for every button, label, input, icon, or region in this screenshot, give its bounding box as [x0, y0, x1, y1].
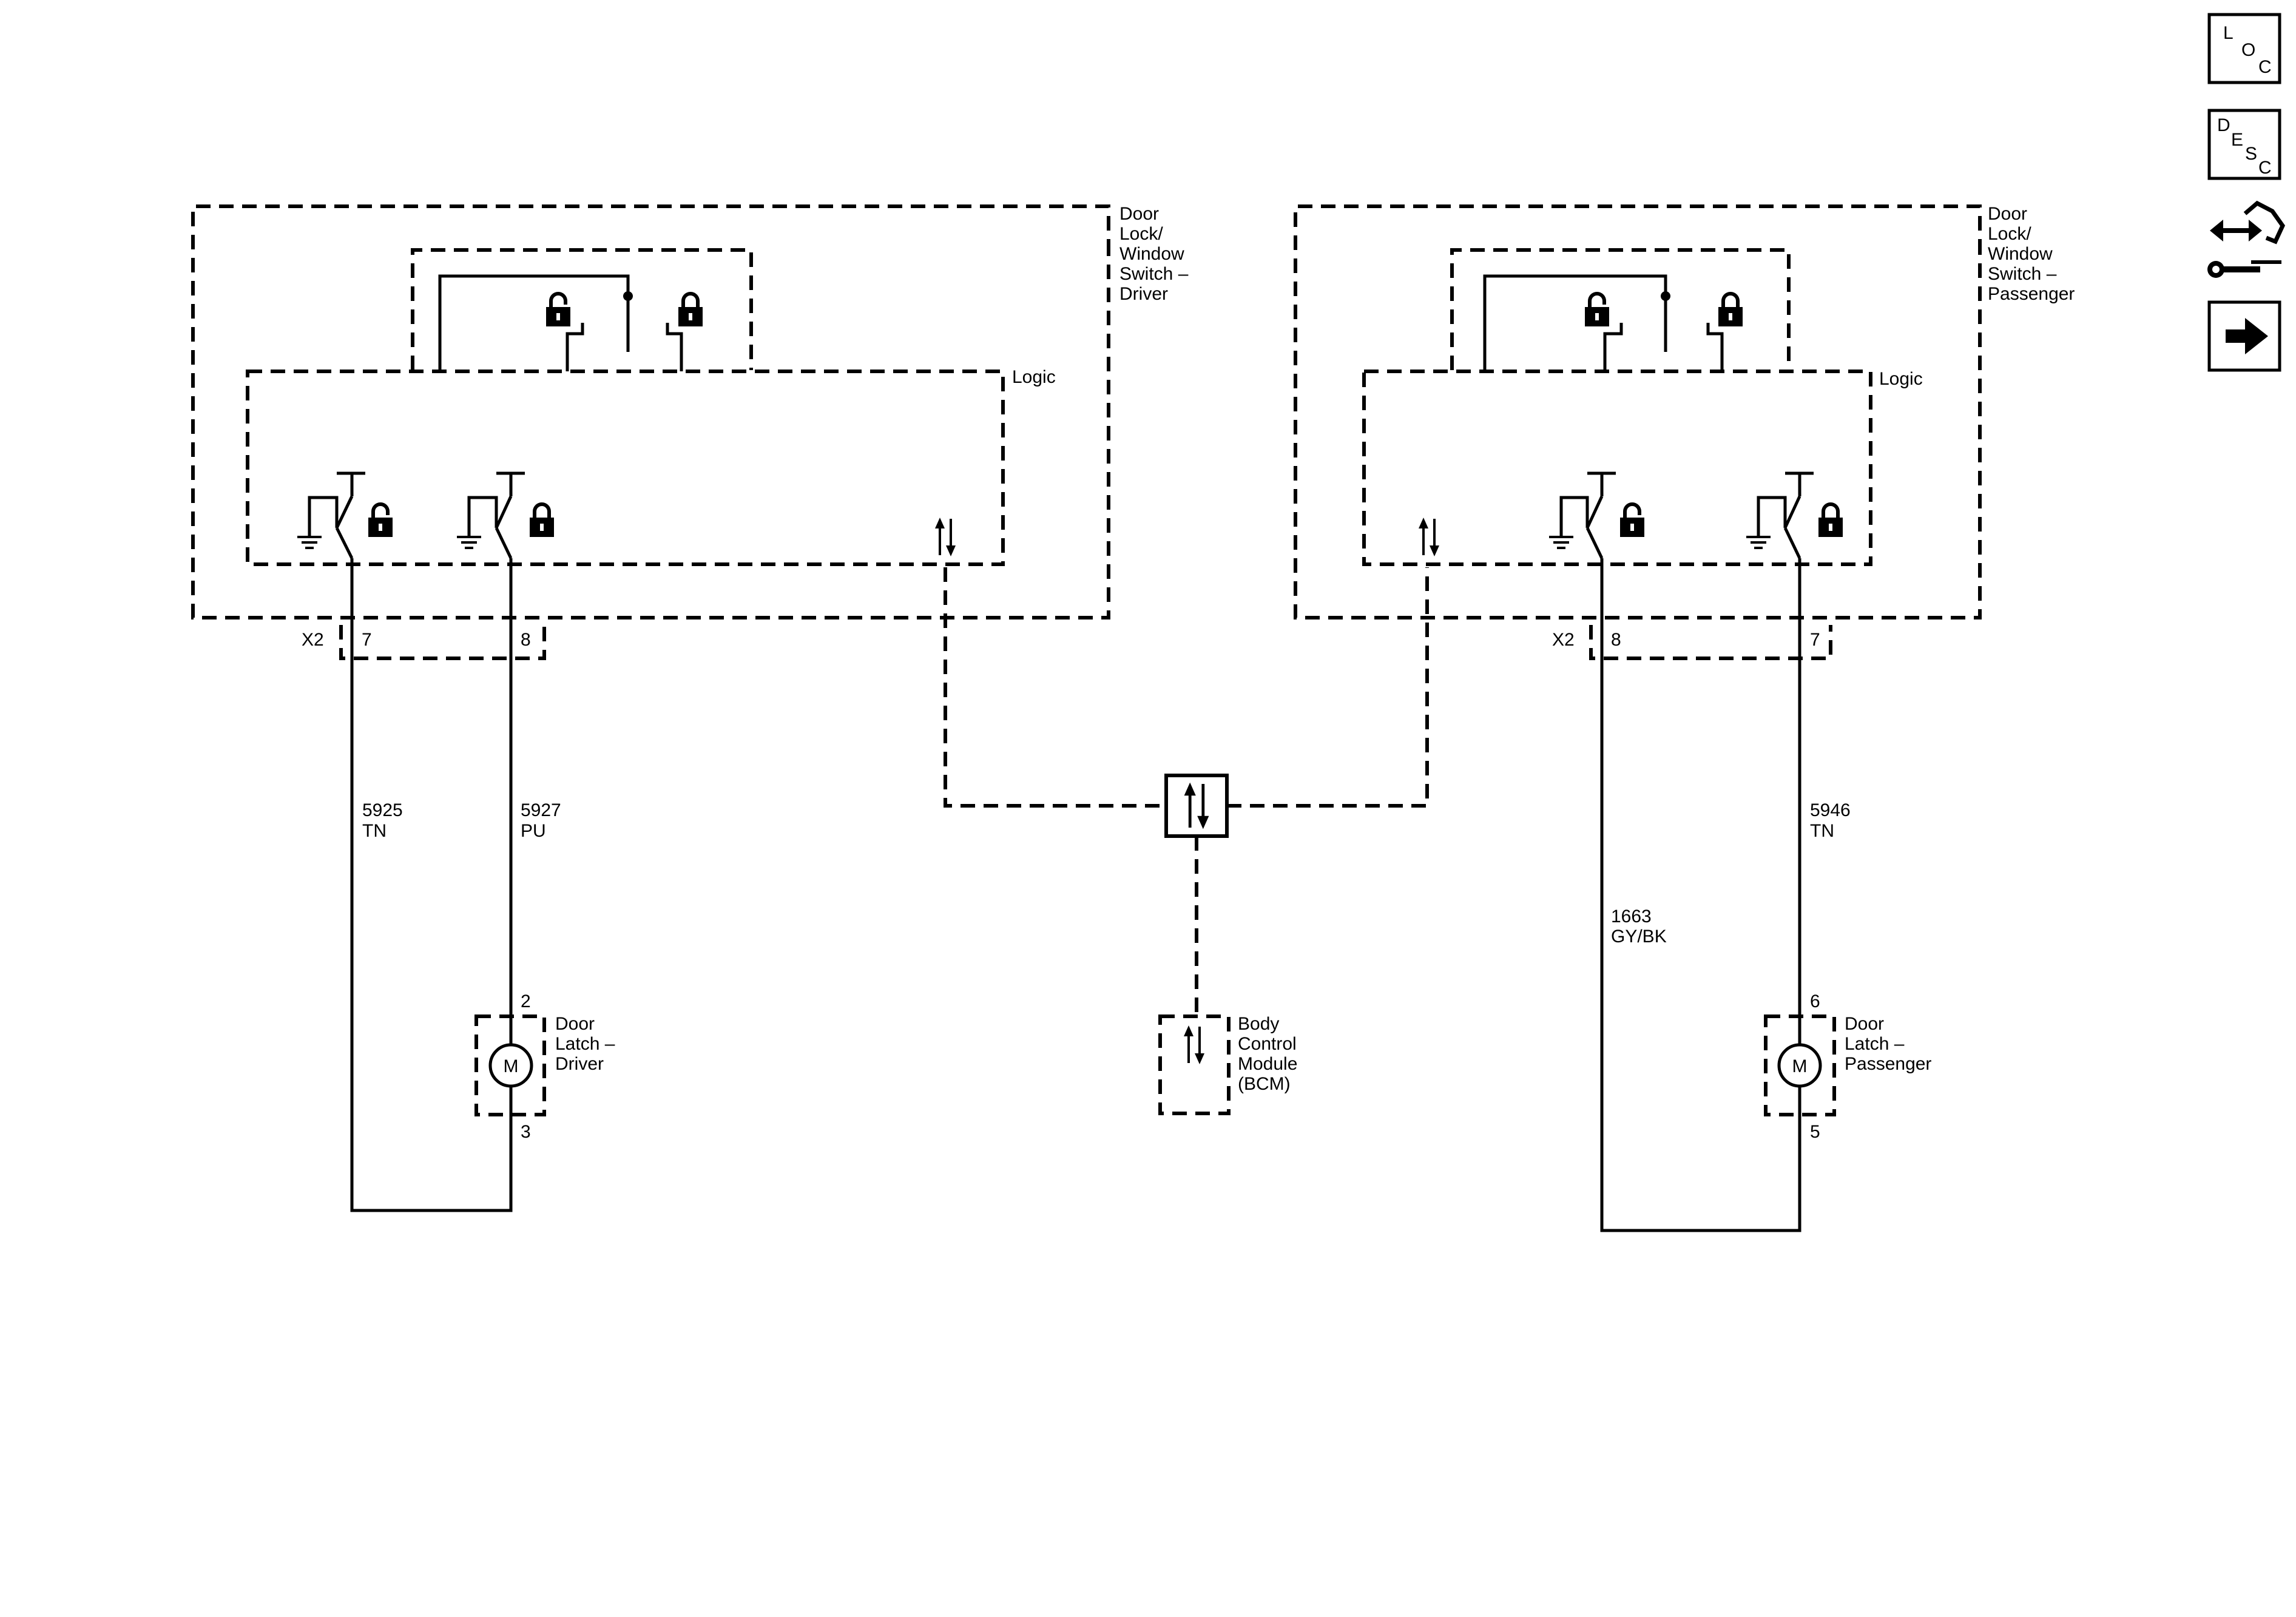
unlock-icon [546, 294, 570, 326]
svg-text:Driver: Driver [555, 1054, 604, 1074]
lock-icon [530, 504, 554, 537]
svg-text:C: C [2258, 158, 2272, 178]
wire-1663 [1600, 558, 1801, 1232]
svg-text:Module: Module [1238, 1054, 1297, 1074]
driver-switch-label-3: Window [1119, 244, 1184, 264]
desc-button[interactable]: D E S C [2207, 109, 2281, 180]
driver-switch-module: Door Lock/ Window Switch – Driver Logic [191, 204, 1189, 619]
svg-text:D: D [2217, 115, 2230, 135]
next-arrow-icon[interactable] [2207, 300, 2281, 372]
passenger-connector-x2: X2 8 7 [1552, 625, 1832, 660]
serial-data-splice [1164, 774, 1229, 838]
svg-text:7: 7 [362, 630, 372, 650]
wire-5925-color: TN [362, 821, 387, 841]
unlock-icon [1620, 504, 1644, 537]
svg-text:Door: Door [1845, 1014, 1884, 1034]
svg-text:Passenger: Passenger [1988, 284, 2075, 304]
driver-lock-switch [456, 471, 554, 559]
passenger-unlock-switch [1548, 471, 1644, 559]
svg-text:Logic: Logic [1879, 369, 1923, 389]
driver-switch-label-5: Driver [1119, 284, 1168, 304]
serial-data-icon [934, 516, 957, 558]
svg-text:2: 2 [521, 991, 531, 1011]
passenger-lock-switch [1745, 471, 1843, 559]
svg-text:Switch –: Switch – [1988, 264, 2057, 284]
svg-text:7: 7 [1810, 630, 1820, 650]
svg-text:5: 5 [1810, 1122, 1820, 1142]
svg-text:3: 3 [521, 1122, 531, 1142]
lock-icon [1718, 294, 1743, 326]
driver-switch-label-2: Lock/ [1119, 224, 1163, 244]
passenger-switch-module: Door Lock/ Window Switch – Passenger Log… [1294, 204, 2075, 619]
lock-icon [1818, 504, 1843, 537]
wire-5927-number: 5927 [521, 800, 561, 820]
svg-text:C: C [2258, 57, 2272, 77]
svg-text:X2: X2 [1552, 630, 1575, 650]
unlock-icon [368, 504, 393, 537]
svg-text:8: 8 [1611, 630, 1621, 650]
svg-text:TN: TN [1810, 821, 1834, 841]
svg-text:O: O [2241, 40, 2255, 60]
svg-text:Body: Body [1238, 1014, 1279, 1034]
serial-data-line [944, 567, 1166, 808]
svg-text:Door: Door [1988, 204, 2027, 224]
driver-unlock-switch [296, 471, 393, 559]
svg-text:Latch –: Latch – [1845, 1034, 1905, 1054]
svg-text:S: S [2245, 144, 2257, 164]
serial-data-icon [1417, 516, 1440, 558]
svg-text:1663: 1663 [1611, 906, 1652, 927]
bcm-module: Body Control Module (BCM) [1158, 1014, 1297, 1115]
wire-5925-number: 5925 [362, 800, 403, 820]
svg-text:6: 6 [1810, 991, 1820, 1011]
driver-logic-label: Logic [1012, 367, 1056, 387]
lock-icon [678, 294, 703, 326]
svg-text:L: L [2223, 23, 2234, 43]
svg-text:X2: X2 [302, 630, 324, 650]
driver-switch-label-1: Door [1119, 204, 1159, 224]
svg-text:Window: Window [1988, 244, 2053, 264]
svg-text:GY/BK: GY/BK [1611, 927, 1667, 947]
svg-text:Latch –: Latch – [555, 1034, 615, 1054]
svg-text:5946: 5946 [1810, 800, 1851, 820]
driver-door-latch: M 2 3 Door Latch – Driver [474, 991, 615, 1142]
svg-text:Passenger: Passenger [1845, 1054, 1931, 1074]
wire-5927-color: PU [521, 821, 546, 841]
unlock-icon [1585, 294, 1609, 326]
svg-text:M: M [1792, 1056, 1808, 1076]
connector-view-icon[interactable] [2207, 200, 2286, 278]
wire-5925 [350, 558, 513, 1212]
svg-text:(BCM): (BCM) [1238, 1074, 1291, 1094]
passenger-door-latch: M 6 5 Door Latch – Passenger [1764, 991, 1931, 1142]
svg-text:Control: Control [1238, 1034, 1297, 1054]
svg-text:E: E [2231, 130, 2243, 150]
loc-button[interactable]: L O C [2207, 13, 2281, 84]
svg-text:8: 8 [521, 630, 531, 650]
svg-text:Door: Door [555, 1014, 595, 1034]
driver-connector-x2: X2 7 8 [302, 625, 546, 660]
svg-text:Lock/: Lock/ [1988, 224, 2031, 244]
driver-motor-symbol: M [504, 1056, 519, 1076]
driver-switch-label-4: Switch – [1119, 264, 1189, 284]
